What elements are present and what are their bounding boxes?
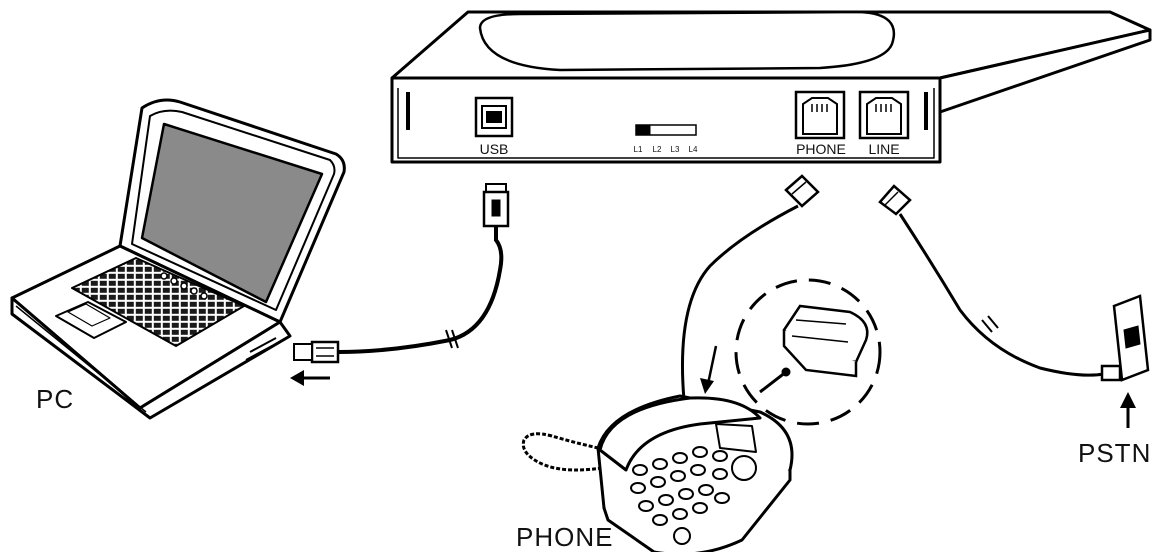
pc-label: PC — [36, 384, 74, 414]
phone-label: PHONE — [516, 522, 613, 552]
pstn-label: PSTN — [1078, 438, 1151, 468]
phone-cable — [682, 176, 818, 400]
switch-label-l1: L1 — [634, 145, 643, 154]
switch-label-l3: L3 — [671, 145, 680, 154]
usb-port-label: USB — [480, 141, 509, 157]
line-cable — [880, 186, 1120, 380]
phone-port[interactable] — [796, 92, 844, 138]
usb-port[interactable] — [476, 98, 512, 136]
arrow-down-icon — [700, 346, 716, 394]
switch-label-l4: L4 — [689, 145, 698, 154]
line-port-label: LINE — [868, 141, 899, 157]
arrow-left-icon — [290, 370, 330, 386]
arrow-up-icon — [1120, 392, 1136, 428]
modem-device — [392, 12, 1150, 162]
switch-label-l2: L2 — [653, 145, 662, 154]
jack-detail-callout — [736, 280, 880, 424]
laptop-icon — [12, 100, 344, 418]
phone-port-label: PHONE — [796, 141, 846, 157]
line-port[interactable] — [860, 92, 908, 138]
line-selector-switch[interactable] — [636, 125, 696, 135]
